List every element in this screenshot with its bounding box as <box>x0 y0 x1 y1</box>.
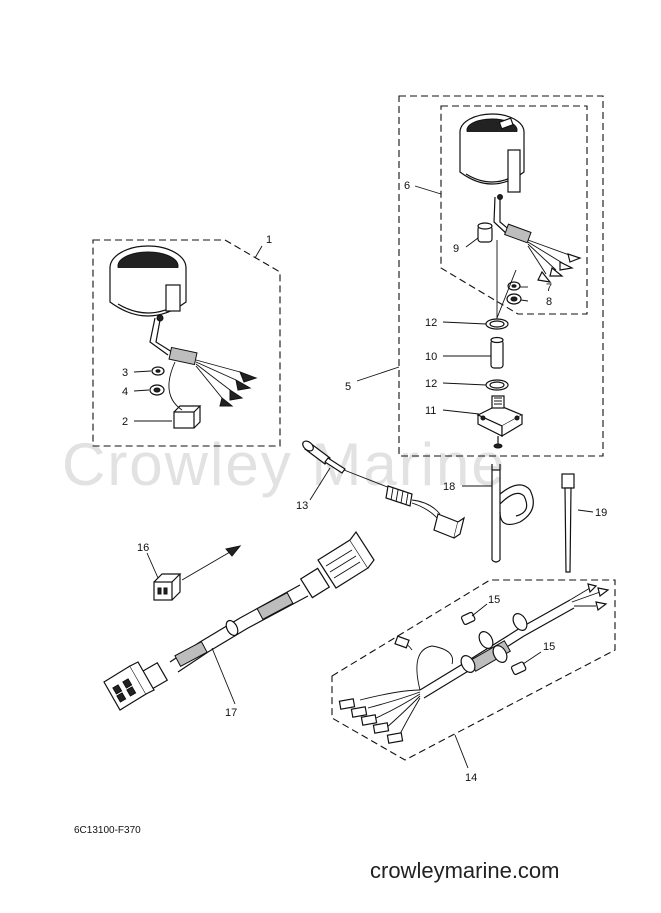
nut-8 <box>506 293 522 305</box>
callout-12-upper: 12 <box>425 317 437 329</box>
callout-2: 2 <box>122 416 128 428</box>
leader-lines <box>133 185 594 769</box>
kit-5-dashed-outline <box>398 95 604 457</box>
harness-14 <box>338 583 610 744</box>
callout-13: 13 <box>296 500 308 512</box>
callout-12-lower: 12 <box>425 378 437 390</box>
callout-19: 19 <box>595 507 607 519</box>
cap-15-upper <box>460 611 476 626</box>
tube-10 <box>490 336 504 369</box>
callout-15-lower: 15 <box>543 641 555 653</box>
kit-14-dashed-outline <box>331 579 616 761</box>
callout-8: 8 <box>546 296 552 308</box>
gauge-1 <box>109 245 258 411</box>
footer-site: crowleymarine.com <box>370 858 560 883</box>
callout-10: 10 <box>425 351 437 363</box>
callout-5: 5 <box>345 381 351 393</box>
sensor-11 <box>476 395 524 449</box>
callout-11: 11 <box>425 405 436 417</box>
callout-16: 16 <box>137 542 149 554</box>
clamp-12-upper <box>485 318 509 330</box>
callout-1: 1 <box>266 234 272 246</box>
callout-17: 17 <box>225 707 237 719</box>
tube-18 <box>491 464 534 563</box>
kit-6-dashed-outline <box>440 105 588 315</box>
sleeve-9 <box>477 222 493 243</box>
sender-13 <box>302 440 465 539</box>
callout-15-upper: 15 <box>488 594 500 606</box>
gauge-6 <box>459 113 582 283</box>
clamp-12-lower <box>485 379 509 391</box>
watermark: Crowley Marine <box>62 431 507 498</box>
washer-7 <box>507 281 521 291</box>
callout-3: 3 <box>122 367 128 379</box>
harness-17 <box>103 530 375 711</box>
connector-16 <box>153 545 242 601</box>
washer-3 <box>151 366 165 376</box>
callout-14: 14 <box>465 772 477 784</box>
connector-2 <box>173 405 202 429</box>
callout-6: 6 <box>404 180 410 192</box>
callout-9: 9 <box>453 243 459 255</box>
drawing-code: 6C13100-F370 <box>74 825 141 836</box>
callout-18: 18 <box>443 481 455 493</box>
kit-1-dashed-outline <box>92 239 281 447</box>
cap-15-lower <box>510 661 527 676</box>
nut-4 <box>149 384 165 396</box>
callout-4: 4 <box>122 386 128 398</box>
cable-tie-19 <box>561 473 575 573</box>
callout-7: 7 <box>546 282 552 294</box>
